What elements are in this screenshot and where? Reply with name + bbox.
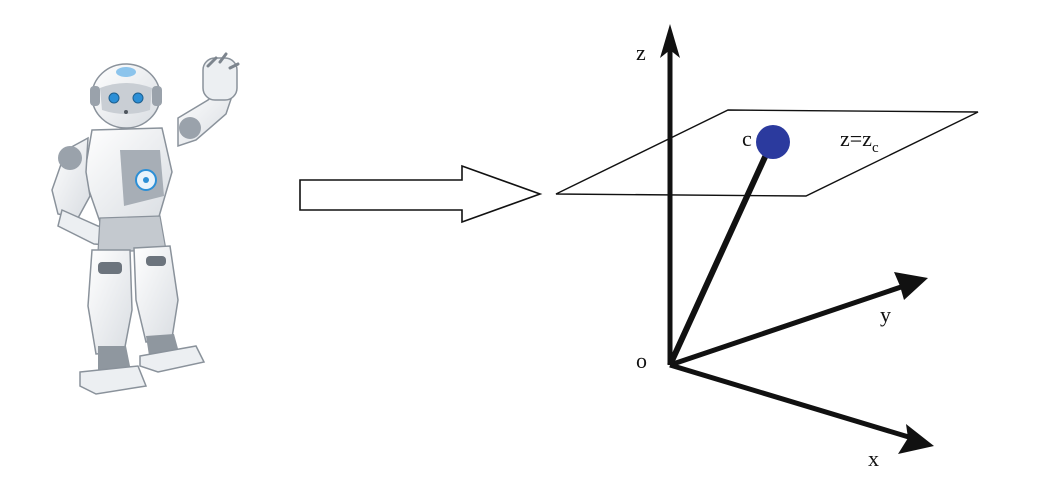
hollow-right-arrow-icon bbox=[299, 164, 543, 224]
point-c-label: c bbox=[742, 126, 752, 151]
y-axis-arrowhead bbox=[894, 272, 928, 300]
position-vector-oc bbox=[667, 144, 773, 367]
origin-label: o bbox=[636, 348, 647, 373]
plane-equation-main: z=z bbox=[840, 126, 872, 151]
plane-equation-subscript: c bbox=[872, 140, 879, 156]
z-axis-arrowhead bbox=[660, 24, 680, 58]
x-axis-label: x bbox=[868, 446, 879, 471]
coordinate-axes bbox=[660, 24, 934, 454]
x-axis-arrowhead bbox=[898, 424, 934, 454]
point-c-ball bbox=[756, 125, 790, 159]
nao-robot-icon bbox=[51, 52, 240, 395]
plane-equation-label: z=zc bbox=[840, 126, 879, 156]
z-axis-label: z bbox=[636, 40, 646, 65]
y-axis-label: y bbox=[880, 302, 891, 327]
